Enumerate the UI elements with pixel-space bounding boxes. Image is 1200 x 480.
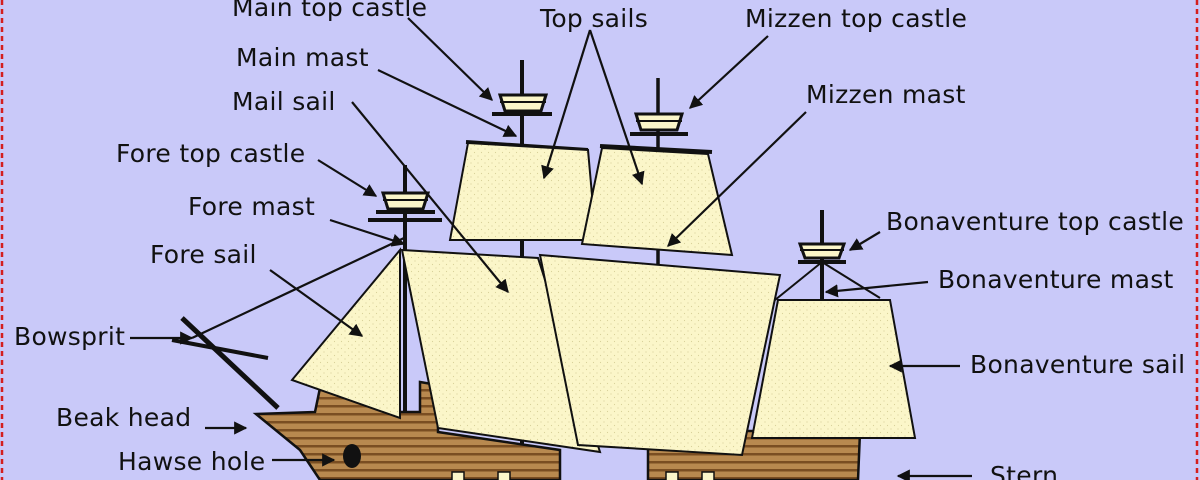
label-main-mast: Main mast bbox=[236, 43, 369, 72]
gun-port bbox=[701, 471, 715, 480]
label-mizzen-mast: Mizzen mast bbox=[806, 80, 966, 109]
label-bowsprit: Bowsprit bbox=[14, 322, 125, 351]
arrow-mizzen-top-castle bbox=[689, 35, 769, 109]
arrow-main-top-castle bbox=[407, 17, 493, 101]
fore-sail bbox=[290, 247, 401, 420]
label-mail-sail: Mail sail bbox=[232, 87, 336, 116]
mizzen-course-sail bbox=[538, 253, 782, 457]
main-top-castle bbox=[492, 93, 552, 116]
rigging-line bbox=[774, 261, 823, 301]
gun-port bbox=[451, 471, 465, 480]
leader-lines bbox=[130, 17, 972, 480]
label-bonaventure-mast: Bonaventure mast bbox=[938, 265, 1174, 294]
bonaventure-sail bbox=[750, 299, 917, 439]
arrow-bonaventure-mast bbox=[824, 280, 929, 298]
arrow-fore-sail bbox=[269, 269, 364, 337]
label-stern: Stern bbox=[990, 461, 1058, 480]
arrow-bonaventure-top-castle bbox=[848, 231, 881, 251]
arrow-top-sails-right bbox=[588, 29, 645, 186]
gun-port bbox=[497, 471, 511, 480]
mizzen-top-castle bbox=[630, 112, 688, 136]
label-hawse-hole: Hawse hole bbox=[118, 447, 265, 476]
arrow-fore-mast bbox=[329, 218, 406, 247]
mizzen-top-sail bbox=[580, 146, 734, 257]
sails bbox=[290, 141, 917, 457]
line-bowsprit-to-mast bbox=[191, 237, 405, 339]
labels: Main top castle Top sails Mizzen top cas… bbox=[14, 0, 1185, 480]
arrow-fore-top-castle bbox=[317, 159, 378, 197]
arrow-top-sails-left bbox=[541, 29, 592, 180]
gun-port bbox=[665, 471, 679, 480]
arrow-mizzen-mast bbox=[667, 111, 807, 247]
rigging-line bbox=[821, 261, 881, 299]
bonaventure-top-castle bbox=[797, 242, 847, 264]
label-mizzen-top-castle: Mizzen top castle bbox=[745, 4, 967, 33]
label-fore-mast: Fore mast bbox=[188, 192, 315, 221]
arrow-mail-sail bbox=[351, 101, 509, 294]
fore-top-castle bbox=[376, 191, 435, 214]
label-fore-sail: Fore sail bbox=[150, 240, 257, 269]
label-fore-top-castle: Fore top castle bbox=[116, 139, 305, 168]
label-main-top-castle: Main top castle bbox=[232, 0, 427, 22]
label-beak-head: Beak head bbox=[56, 403, 191, 432]
main-top-sail bbox=[448, 141, 598, 241]
label-top-sails: Top sails bbox=[539, 4, 648, 33]
hawse-hole-shape bbox=[343, 444, 361, 468]
arrow-main-mast bbox=[377, 69, 518, 137]
label-bonaventure-sail: Bonaventure sail bbox=[970, 350, 1185, 379]
label-bonaventure-top-castle: Bonaventure top castle bbox=[886, 207, 1184, 236]
